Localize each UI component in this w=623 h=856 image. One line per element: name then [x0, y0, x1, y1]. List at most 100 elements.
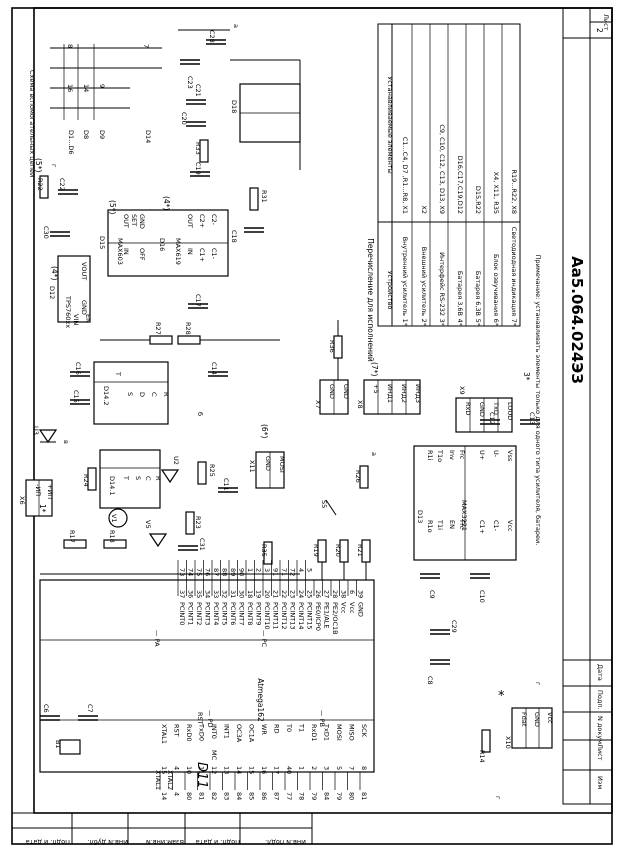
mcu-wire-num: 87 [273, 792, 281, 800]
side-stamp-1: Подп. и дата [26, 838, 70, 846]
d15-in: IN [122, 248, 130, 255]
ref-c18: C18 [230, 230, 238, 243]
mcu-pin-num: 24 [297, 590, 305, 598]
x7-gnd2: GND [342, 384, 350, 399]
ref-c19: C19 [194, 162, 202, 175]
mcu-wire-num: 79 [310, 792, 318, 800]
mcu-wire-num: 4 [297, 568, 305, 572]
cap-c20-c21: C21 C20 [180, 84, 206, 127]
aux-nets: D1...D6 D8 D9 16 14 9 8 7 D14 [50, 44, 162, 154]
side-stamp-3: Взам.инв.N [146, 838, 184, 846]
mcu-pin-name: GND [357, 602, 365, 617]
mcu-wire-num: 91 [272, 568, 280, 576]
mcu-pin-num: 27 [323, 590, 331, 598]
x9-txd: TxD [492, 401, 500, 415]
mark-6: (6*) [260, 424, 269, 438]
d13-r1i: R1i [426, 450, 434, 461]
side-stamp-4: Подп. и дата [196, 838, 240, 846]
passives-top: R33 R31 C19 C18 [190, 139, 268, 243]
mcu-pin-name: PCINT8 [246, 602, 254, 625]
variants-title: Перечисление для исполнений [366, 238, 375, 362]
mcu-pin-name: RD [273, 724, 281, 734]
ref-v1: V1 [110, 514, 118, 523]
mcu-wire-num: 80 [185, 792, 193, 800]
port-pc: — PC [260, 630, 268, 647]
ref-c12: C12 [488, 412, 496, 425]
mcu-pin-num: 36 [187, 590, 195, 598]
mcu-pin-num: 35 [195, 590, 203, 598]
ic-d15-d16: D15 MAX603 D16 MAX619 OUT SET GND IN OFF… [98, 196, 229, 277]
ref-c11: C11 [222, 478, 230, 491]
ref-c7: C7 [86, 704, 94, 713]
x6-ip2: +ИП [46, 484, 54, 499]
variants-note: Примечание: устанавливать элементы тольк… [534, 255, 542, 546]
d12-vin: VIN [72, 314, 80, 325]
mcu-name: Atmega162 [256, 678, 265, 722]
mcu-wire-num: 14 [160, 792, 168, 800]
d13-frc2: Frc [458, 520, 466, 530]
mcu-pin-name: PCINT3 [204, 602, 212, 625]
mcu-mc: MC [210, 750, 218, 761]
d13-vss: Vss [506, 450, 514, 462]
mcu-wire-num: 85 [248, 792, 256, 800]
mcu-bottom-pins: 15XTAL1144RST410RxD08011TxD08112INT08213… [159, 723, 368, 800]
mcu-pin-name: PCINT1 [187, 602, 195, 625]
bus-wires [177, 560, 306, 580]
lower-right: C29 C8 R14 X10 Fdat GND Vcc * [426, 620, 554, 763]
d13-c1m: C1- [492, 520, 500, 532]
mcu-wire-num: 75 [195, 568, 203, 576]
mcu-pin-num: 30 [238, 590, 246, 598]
d15-off: OFF [138, 248, 146, 261]
ref-r28: R28 [184, 322, 192, 335]
x9-rxd: RxD [464, 402, 472, 415]
row2-device: Внешний усилитель [420, 247, 428, 316]
mcu-pin-num: 6 [348, 590, 356, 594]
row2-mark: 2* [420, 319, 428, 327]
d12-vout: VOUT [80, 262, 88, 280]
row6-device: Блок озвучивания [492, 254, 500, 316]
side-stamp-2: Инв.N дубл. [87, 838, 128, 846]
resistors-mid: R27 R28 R36 [100, 320, 343, 400]
ref-c13: C13 [528, 412, 536, 425]
mcu-pin-num: 17 [273, 766, 281, 774]
d14b-t: T [122, 475, 130, 480]
mcu-pin-num: 16 [260, 766, 268, 774]
mcu-pin-name: INT0 [210, 724, 218, 739]
ref-r22: R22 [36, 178, 44, 191]
row2-elements: X2 [420, 205, 428, 214]
row3-elements: C9, C10, C12, C13, D13, X9 [438, 124, 446, 214]
x11-mosi: MOSI [278, 456, 286, 473]
port-pa: — PA [153, 630, 161, 647]
ic-d18: D18 [230, 59, 301, 170]
x7-gnd: GND [328, 384, 336, 399]
ref-r36: R36 [328, 340, 336, 353]
stamp-date: Дата [596, 664, 604, 681]
ref-d1-d6: D1...D6 [67, 130, 75, 154]
row4-mark: 4* [456, 319, 464, 327]
arrow-g3: г [494, 796, 502, 800]
side-stamp-5: Инв.N подл. [265, 838, 306, 846]
ref-d14-pin: D14 [144, 130, 152, 143]
stamp-docno: N докум. [596, 716, 604, 746]
d13-up: U+ [478, 450, 486, 460]
ref-c31: C31 [198, 538, 206, 551]
mark-4: (4*) [50, 266, 59, 280]
mcu-pin-name: RxD1 [310, 724, 318, 742]
mcu-wire-num: 1 [246, 568, 254, 572]
mcu-d11: D11 Atmega162 MC — PA — PC — PB — PD XTA… [39, 579, 375, 790]
arrow-g1: г [50, 164, 58, 168]
d16-c1m: C1- [210, 248, 218, 260]
d13-c1p: C1+ [478, 520, 486, 534]
ref-r31: R31 [260, 190, 268, 203]
ref-c22: C22 [58, 178, 66, 191]
x10-vcc: Vcc [546, 712, 554, 724]
ref-x10: X10 [504, 736, 512, 749]
ic-d14-2: D14.2 T S D C R [93, 361, 170, 425]
mcu-pin-name: Vcc [340, 602, 348, 614]
row5-mark: 5* [474, 319, 482, 327]
d14b-s: S [134, 476, 142, 480]
d16-c1p: C1+ [198, 248, 206, 262]
ref-v5: V5 [144, 520, 152, 529]
d14-r: R [162, 392, 170, 397]
mcu-pin-num: 31 [229, 590, 237, 598]
